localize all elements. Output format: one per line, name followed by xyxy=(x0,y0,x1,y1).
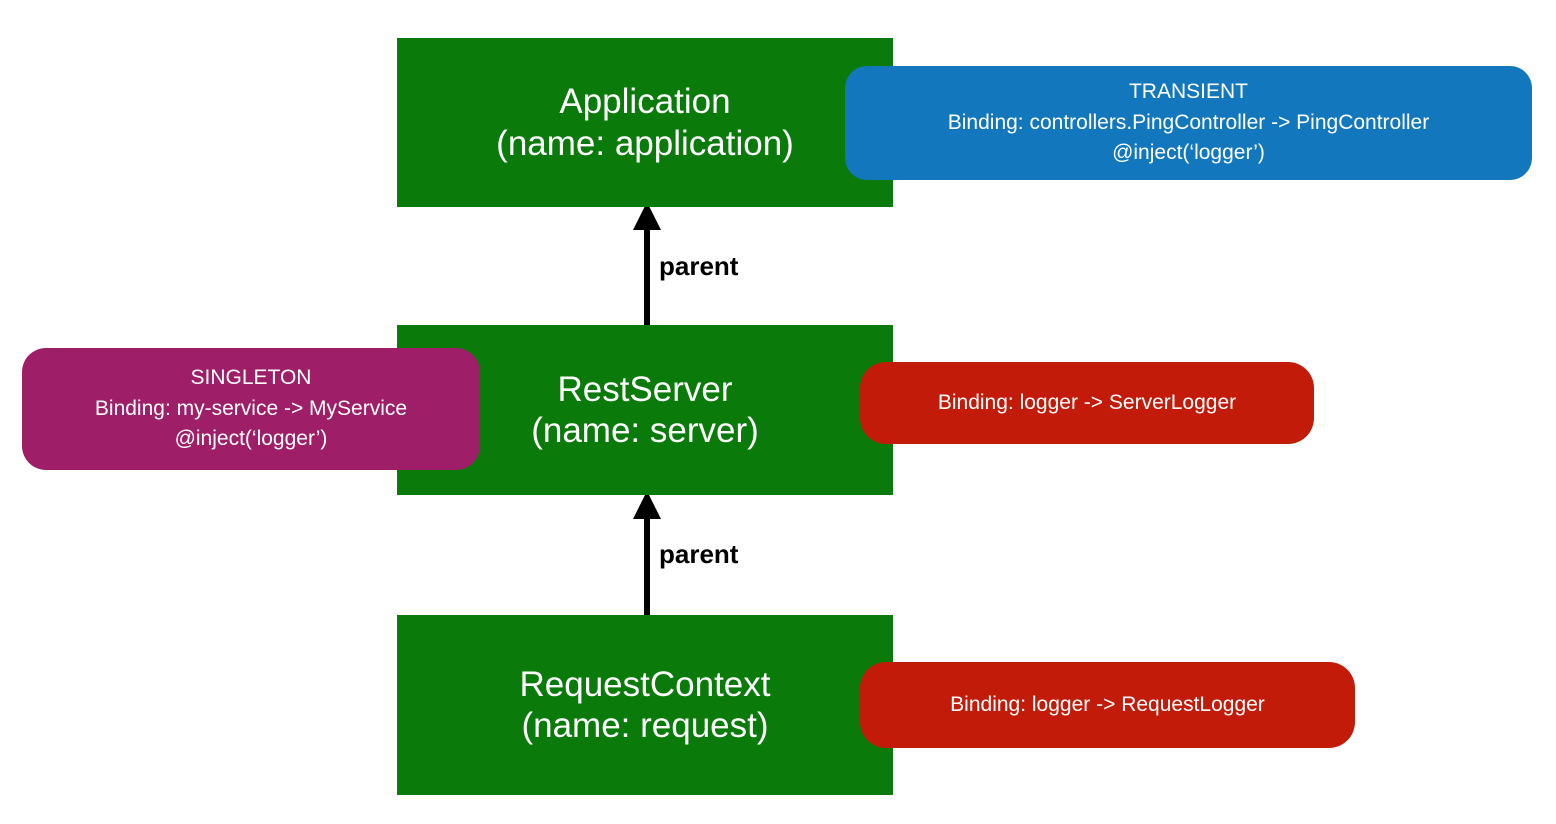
edge-arrow-server-to-application xyxy=(628,200,666,330)
callout-transient-ping-controller[interactable]: TRANSIENT Binding: controllers.PingContr… xyxy=(845,66,1532,180)
context-name-request: RequestContext xyxy=(519,664,771,704)
callout-inject-transient: @inject(‘logger’) xyxy=(1112,141,1265,165)
callout-binding-server-logger: Binding: logger -> ServerLogger xyxy=(937,390,1237,414)
callout-binding-transient: Binding: controllers.PingController -> P… xyxy=(947,110,1430,134)
callout-inject-singleton: @inject(‘logger’) xyxy=(174,427,328,451)
context-box-request[interactable]: RequestContext (name: request) xyxy=(397,615,893,795)
context-subtitle-application: (name: application) xyxy=(496,123,794,163)
context-name-application: Application xyxy=(559,82,731,122)
callout-scope-transient: TRANSIENT xyxy=(1128,80,1248,104)
callout-binding-singleton: Binding: my-service -> MyService xyxy=(94,396,408,420)
context-box-application[interactable]: Application (name: application) xyxy=(397,38,893,207)
callout-request-logger-binding[interactable]: Binding: logger -> RequestLogger xyxy=(860,662,1355,748)
callout-binding-request-logger: Binding: logger -> RequestLogger xyxy=(950,692,1265,716)
edge-label-parent-server: parent xyxy=(659,251,739,281)
context-subtitle-server: (name: server) xyxy=(531,411,759,450)
edge-arrow-request-to-server xyxy=(628,489,666,619)
callout-server-logger-binding[interactable]: Binding: logger -> ServerLogger xyxy=(860,362,1314,444)
edge-label-parent-request: parent xyxy=(659,539,739,569)
callout-singleton-my-service[interactable]: SINGLETON Binding: my-service -> MyServi… xyxy=(22,348,480,470)
context-name-server: RestServer xyxy=(557,369,733,409)
context-subtitle-request: (name: request) xyxy=(521,706,769,745)
callout-scope-singleton: SINGLETON xyxy=(190,366,312,390)
